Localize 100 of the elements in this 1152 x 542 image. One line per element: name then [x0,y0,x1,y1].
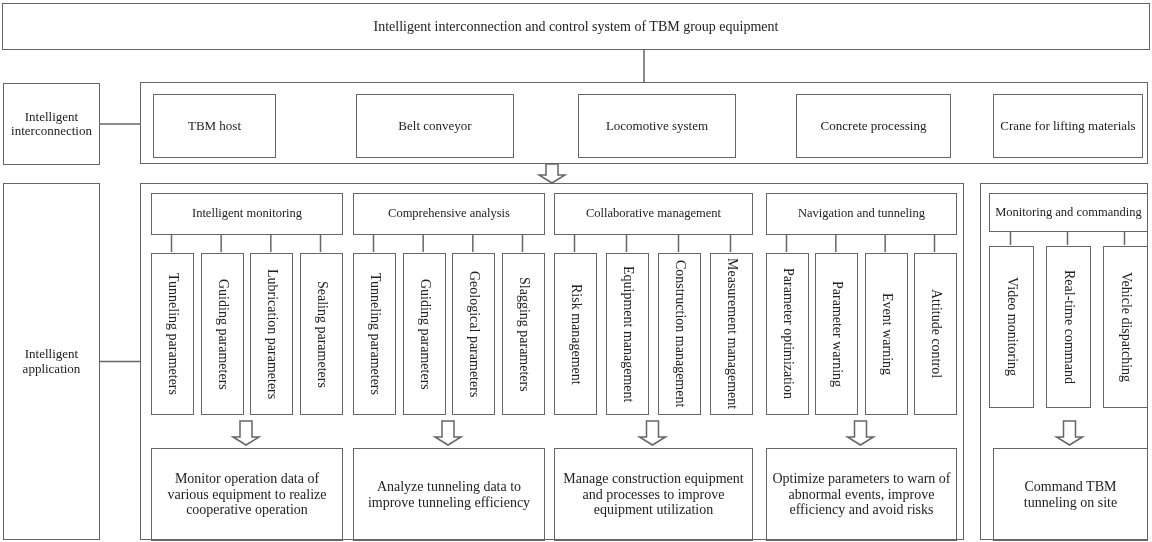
parameter-box [1103,246,1148,408]
result-box [766,448,957,541]
box-label: TBM host [187,118,242,134]
function-header-box [766,193,957,235]
box-label: Slagging parameters [516,276,531,392]
box-label: Intelligent monitoring [191,207,303,221]
parameter-box [402,253,446,415]
equipment-box [578,94,736,158]
group-container [140,82,1148,164]
parameter-box [864,253,908,415]
group-container [140,183,964,540]
connector-line [729,233,732,253]
box-label: Monitoring and commanding [995,205,1142,220]
box-label: Intelligent interconnection and control system of TBM group equipment [373,18,779,35]
box-label: Comprehensive analysis [388,207,510,221]
parameter-box [1046,246,1091,408]
box-label: Guiding parameters [214,278,230,390]
box-label: Intelligent interconnection [10,109,93,139]
box-label: Intelligent application [21,347,82,376]
box-label: Crane for lifting materials [1000,118,1136,134]
hollow-arrow [432,420,464,446]
connector-line [785,233,788,253]
result-box [353,448,545,541]
box-label: Command TBM tunneling on site [1022,479,1119,510]
parameter-box [658,253,701,415]
box-label: Geological parameters [466,270,482,398]
box-label: Manage construction equipment and processes to improve equipment utilization [562,471,745,518]
box-label: Optimize parameters to warn of abnormal events, improve efficiency and avoid risks [771,471,952,518]
parameter-box [502,253,545,415]
parameter-box [710,253,753,415]
connector-line [1066,230,1069,246]
box-label: Event warning [878,293,894,375]
hollow-arrow [1053,420,1086,446]
hollow-arrow [636,420,669,446]
box-label: Locomotive system [605,118,709,134]
box-label: Tunneling parameters [367,273,382,395]
connector-line [835,233,837,253]
box-label: Belt conveyor [398,118,472,134]
connector-line [422,233,424,253]
connector-line [170,233,173,253]
box-label: Vehicle dispatching [1118,272,1133,382]
box-label: Monitor operation data of various equipment to realize cooperative operation [166,471,328,518]
box-label: Equipment management [620,265,635,403]
parameter-box [200,253,244,415]
hollow-arrow [536,163,568,184]
connector-line [220,233,222,253]
connector-line [372,233,375,253]
box-label: Construction management [672,260,687,408]
connector-line [933,233,936,253]
box-label: Parameter warning [829,280,845,388]
parameter-box [606,253,649,415]
result-box [151,448,343,541]
parameter-box [353,253,396,415]
parameter-box [300,253,343,415]
connector-line [1123,230,1126,246]
connector-line [270,233,272,253]
parameter-box [914,253,957,415]
parameter-box [989,246,1034,408]
box-label: Concrete processing [820,118,927,134]
group-container [980,183,1148,540]
result-box [993,448,1148,541]
connector-line [472,233,474,253]
parameter-box [250,253,294,415]
box-label: Video monitoring [1004,277,1019,377]
box-label: Analyze tunneling data to improve tunneling efficiency [366,479,532,510]
connector-line [99,123,141,125]
function-header-box [353,193,545,235]
connector-line [884,233,886,253]
parameter-box [452,253,496,415]
box-label: Navigation and tunneling [797,207,926,221]
function-header-box [989,193,1148,232]
parameter-box [815,253,859,415]
connector-line [319,233,322,253]
box-label: Real-time command [1061,270,1076,384]
connector-line [1009,230,1012,246]
function-header-box [554,193,753,235]
box-label: Guiding parameters [416,278,432,390]
box-label: Attitude control [928,289,943,379]
equipment-box [356,94,514,158]
parameter-box [151,253,194,415]
box-label: Measurement management [724,258,739,410]
box-label: Risk management [568,283,583,385]
box-label: Tunneling parameters [165,273,180,395]
hollow-arrow [230,420,262,446]
equipment-box [153,94,276,158]
title-box [2,3,1150,50]
box-label: Parameter optimization [780,268,795,400]
box-label: Collaborative management [586,207,721,221]
result-box [554,448,753,541]
function-header-box [151,193,343,235]
hollow-arrow [844,420,877,446]
connector-line [521,233,524,253]
equipment-box [796,94,951,158]
parameter-box [766,253,809,415]
category-box [3,183,100,540]
connector-line [643,49,645,83]
connector-line [99,360,141,363]
connector-line [677,233,680,253]
box-label: Lubrication parameters [264,268,280,400]
equipment-box [993,94,1143,158]
